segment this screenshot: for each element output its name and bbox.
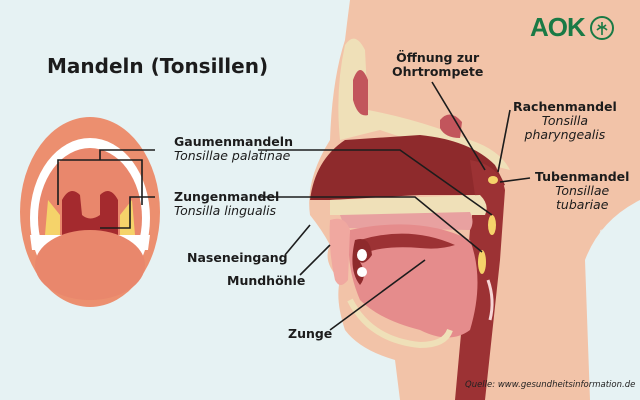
aok-tree-icon bbox=[589, 15, 614, 40]
nasal-cavity bbox=[310, 135, 505, 200]
sphenoid-sinus bbox=[440, 114, 462, 138]
label-zunge: Zunge bbox=[288, 326, 333, 341]
palatine-tonsil-left bbox=[45, 200, 60, 235]
tongue bbox=[348, 224, 478, 338]
uvula-region bbox=[62, 191, 118, 235]
label-mundhoehle: Mundhöhle bbox=[227, 273, 306, 288]
page-title: Mandeln (Tonsillen) bbox=[47, 54, 269, 78]
lingual-tonsil-side bbox=[478, 250, 486, 274]
aok-logo: AOK bbox=[530, 12, 615, 43]
label-rachenmandel: Rachenmandel Tonsilla pharyngealis bbox=[513, 99, 617, 142]
palatine-tonsil-right bbox=[120, 200, 135, 235]
frontal-sinus bbox=[353, 70, 368, 116]
label-gaumenmandeln: Gaumenmandeln Tonsillae palatinae bbox=[174, 134, 293, 163]
source-credit: Quelle: www.gesundheitsinformation.de bbox=[465, 380, 636, 390]
tongue-front bbox=[35, 230, 145, 300]
label-oeffnung-ohrtrompete: Öffnung zur Ohrtrompete bbox=[392, 50, 484, 79]
aok-wordmark: AOK bbox=[530, 12, 586, 42]
palate bbox=[330, 195, 487, 215]
label-tubenmandel: Tubenmandel Tonsillae tubariae bbox=[535, 169, 630, 212]
palatine-tonsil-side bbox=[488, 215, 496, 235]
lips bbox=[329, 218, 350, 285]
tubal-tonsil-side bbox=[488, 176, 498, 184]
label-naseneingang: Naseneingang bbox=[187, 250, 288, 265]
label-zungenmandel: Zungenmandel Tonsilla lingualis bbox=[174, 189, 280, 218]
pointer-lines bbox=[57, 81, 531, 331]
